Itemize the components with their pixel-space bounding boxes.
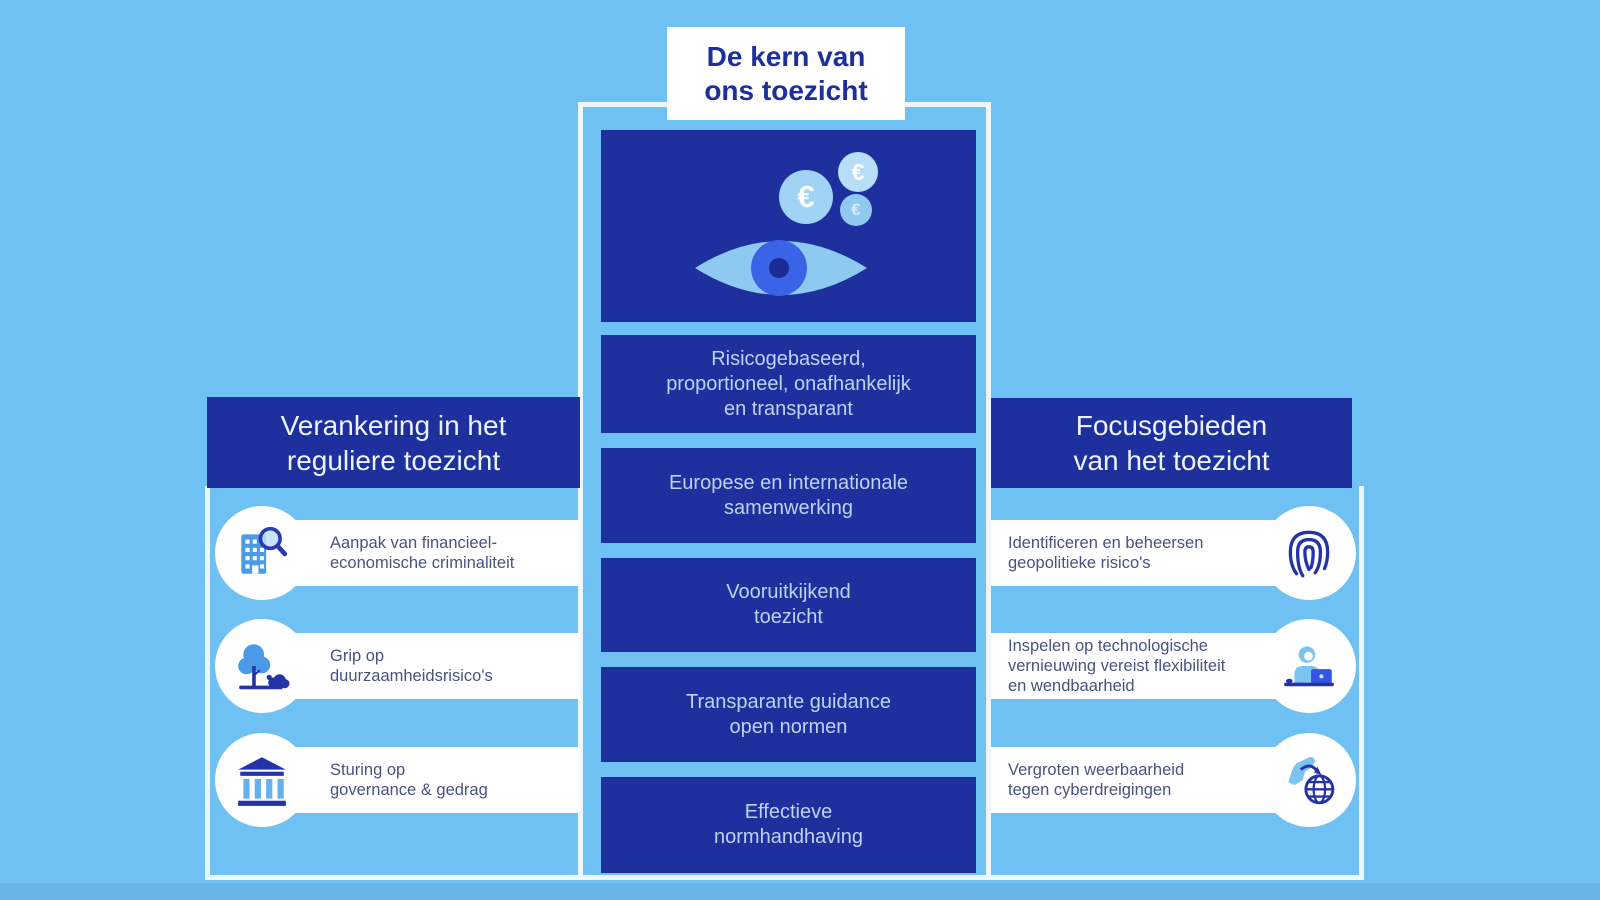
list-item-label: Inspelen op technologische vernieuwing v… [1008,637,1226,695]
list-item-label: Aanpak van financieel- economische crimi… [330,534,515,572]
building-magnifier-icon [241,526,288,574]
icon-circle [1262,619,1356,713]
list-item-label: Vergroten weerbaarheid tegen cyberdreigi… [1008,761,1185,799]
person-laptop-icon [1284,646,1334,687]
icon-circle [1262,506,1356,600]
kern-title-box: De kern van ons toezicht [667,27,905,120]
left-section-header: Verankering in het reguliere toezicht [207,397,580,488]
kern-title: De kern van ons toezicht [704,40,868,106]
fingerprint-icon [1288,530,1330,578]
core-principle-box: Effectieve normhandhaving [601,777,976,873]
core-principle-box: Vooruitkijkend toezicht [601,558,976,652]
list-item-label: Grip op duurzaamheidsrisico's [330,647,493,685]
core-principle-box: Europese en internationale samenwerking [601,448,976,543]
supervision-illustration: € € € [601,130,976,322]
icon-circle [215,733,309,827]
netherlands-globe-icon [1288,757,1335,805]
icon-circle [215,619,309,713]
right-section-header: Focusgebieden van het toezicht [991,398,1352,488]
euro-coin-icon: € [840,194,872,226]
euro-coin-icon: € [779,170,833,224]
bottom-strip [0,883,1600,900]
eye-icon [695,240,867,296]
core-principle-box: Transparante guidance open normen [601,667,976,762]
list-item-label: Sturing op governance & gedrag [330,761,488,799]
euro-coin-icon: € [838,152,878,192]
icon-circle [215,506,309,600]
core-principle-box: Risicogebaseerd, proportioneel, onafhank… [601,335,976,433]
trees-icon [238,644,290,690]
temple-icon [238,757,286,806]
icon-circle [1262,733,1356,827]
list-item-label: Identificeren en beheersen geopolitieke … [1008,534,1204,572]
